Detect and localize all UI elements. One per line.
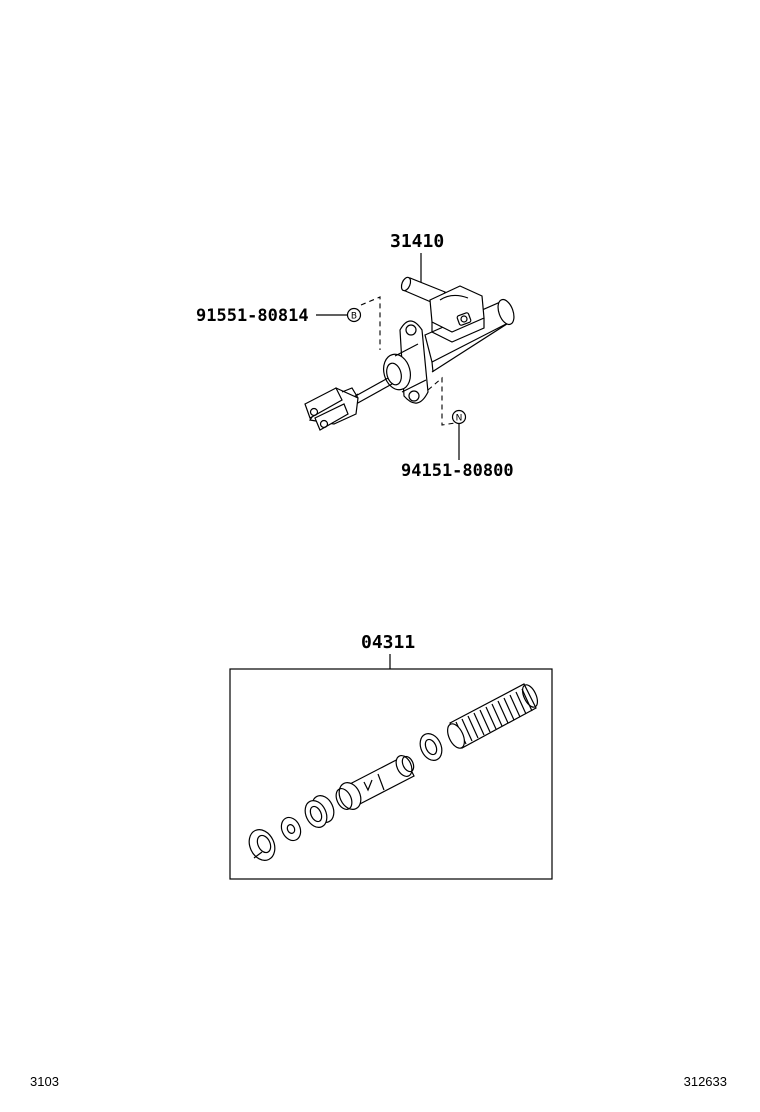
piston (335, 755, 415, 810)
bolt-part-number: 91551-80814 (196, 306, 309, 326)
washer (280, 816, 302, 842)
bolt-dashed-guide (360, 296, 381, 350)
nut-part-number: 94151-80800 (401, 461, 514, 481)
cylinder-body (424, 298, 515, 373)
nut-dashed-guide (427, 376, 456, 426)
nut-badge-circle (451, 409, 467, 425)
footer-left-code: 3103 (30, 1074, 59, 1089)
bolt-badge-circle (346, 307, 362, 323)
clevis (304, 387, 359, 431)
return-spring (447, 683, 539, 749)
callout-nut: N 94151-80800 (401, 409, 514, 481)
kit-frame (229, 668, 553, 880)
cup-seal-rear (304, 795, 335, 828)
callout-bolt: 91551-80814 B (196, 306, 362, 326)
master-cylinder-assembly: 31410 (196, 231, 515, 481)
bolt-badge: B (351, 312, 357, 322)
repair-kit: 04311 (229, 632, 553, 880)
footer-right-code: 312633 (683, 1074, 727, 1089)
snap-ring (248, 829, 276, 861)
nut-badge: N (456, 414, 463, 424)
kit-part-number: 04311 (361, 632, 415, 653)
inlet-fitting (429, 285, 485, 343)
cup-seal-front (419, 733, 443, 761)
assembly-part-number: 31410 (390, 231, 444, 252)
mounting-flange (383, 320, 429, 404)
